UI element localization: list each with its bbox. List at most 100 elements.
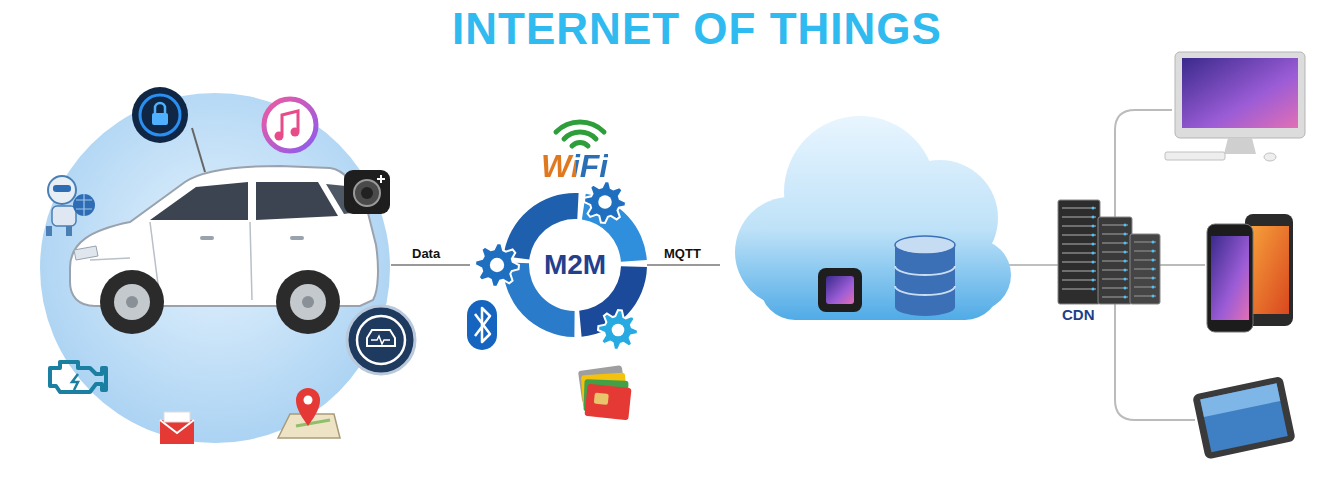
camera-icon [354, 180, 380, 206]
bluetooth-icon [467, 300, 497, 350]
server-led [1124, 278, 1127, 281]
car-illustration [200, 236, 214, 240]
hub-label: M2M [544, 249, 606, 281]
server-led [1124, 242, 1127, 245]
car-illustration [114, 284, 150, 320]
mail-icon [164, 412, 190, 422]
server-led [1092, 279, 1095, 282]
diagnostics-icon [371, 336, 390, 344]
server-slot [1102, 233, 1128, 235]
wifi-signal-icon [564, 132, 596, 139]
server-slot [1134, 277, 1156, 279]
server-led [1124, 296, 1127, 299]
desktop-computer [1165, 152, 1225, 160]
server-slot [1102, 260, 1128, 262]
cloud-shape [735, 116, 1011, 320]
car-illustration [70, 128, 378, 334]
engine-icon [50, 362, 106, 392]
lock-icon [152, 113, 168, 125]
gear-icon [598, 310, 638, 350]
tablet [1192, 376, 1296, 460]
gear-icon [475, 243, 519, 287]
robot-icon [73, 194, 95, 216]
server-led [1152, 241, 1155, 244]
car-illustration [276, 270, 340, 334]
robot-icon [48, 176, 76, 204]
server-led [1124, 233, 1127, 236]
server-slot [1134, 295, 1156, 297]
server-slot [1062, 288, 1096, 290]
server-led [1092, 243, 1095, 246]
server-led [1092, 261, 1095, 264]
wifi-signal-icon [572, 143, 588, 146]
server-slot [1134, 268, 1156, 270]
desktop-computer [1175, 52, 1305, 138]
media-icon [818, 268, 862, 312]
server-led [1152, 286, 1155, 289]
desktop-computer [1165, 52, 1305, 161]
bluetooth-icon [467, 300, 497, 350]
car-illustration [100, 270, 164, 334]
server-slot [1134, 241, 1156, 243]
engine-icon [72, 374, 78, 390]
car-illustration [250, 222, 252, 300]
car-illustration [90, 258, 130, 260]
server-slot [1102, 251, 1128, 253]
music-icon [264, 99, 316, 151]
server-slot [1134, 286, 1156, 288]
server-slot [1062, 279, 1096, 281]
mail-icon [160, 420, 194, 444]
server-slot [1134, 250, 1156, 252]
desktop-computer [1264, 153, 1276, 161]
server-led [1152, 250, 1155, 253]
cloud-shape [760, 250, 1000, 320]
server-slot [1102, 296, 1128, 298]
tablet [1192, 376, 1296, 460]
music-icon [291, 128, 300, 137]
server-tower [1058, 200, 1100, 304]
car-illustration [74, 246, 98, 260]
data-label: Data [410, 246, 442, 262]
server-tower [1098, 217, 1132, 304]
wifi-logo-text: WiFi [541, 148, 608, 184]
server-tower [1130, 234, 1160, 304]
robot-icon [53, 185, 71, 192]
server-tower [1130, 234, 1160, 304]
server-tower [1058, 200, 1100, 304]
server-slot [1062, 216, 1096, 218]
smartphones [1249, 226, 1289, 314]
server-slot [1134, 259, 1156, 261]
server-slot [1062, 270, 1096, 272]
robot-icon [46, 176, 95, 236]
database-icon [895, 236, 955, 254]
server-led [1152, 295, 1155, 298]
server-slot [1102, 224, 1128, 226]
server-slot [1062, 243, 1096, 245]
diagram-title: INTERNET OF THINGS [397, 4, 997, 54]
sim-cards-icon [584, 384, 631, 420]
sim-cards-icon [594, 393, 609, 405]
smartphones [1207, 224, 1253, 332]
database-icon [895, 298, 955, 316]
diagnostics-icon [347, 306, 415, 374]
media-icon [818, 268, 862, 312]
car-illustration [290, 236, 304, 240]
desktop-computer [1224, 138, 1256, 154]
map-pin-icon [278, 388, 340, 438]
smartphones [1211, 236, 1249, 320]
diagnostics-icon [357, 316, 405, 364]
server-led [1152, 259, 1155, 262]
mail-icon [160, 412, 194, 444]
gear-icon [584, 181, 626, 223]
database-icon [895, 266, 955, 295]
mqtt-wire [647, 264, 720, 266]
camera-icon [344, 170, 390, 214]
car-illustration [290, 284, 326, 320]
database-icon [895, 236, 955, 316]
server-slot [1062, 261, 1096, 263]
tablet [1200, 383, 1288, 452]
gear-hole [490, 258, 504, 272]
gear-icon [475, 243, 519, 287]
server-led [1092, 216, 1095, 219]
gear-icon [598, 310, 638, 350]
